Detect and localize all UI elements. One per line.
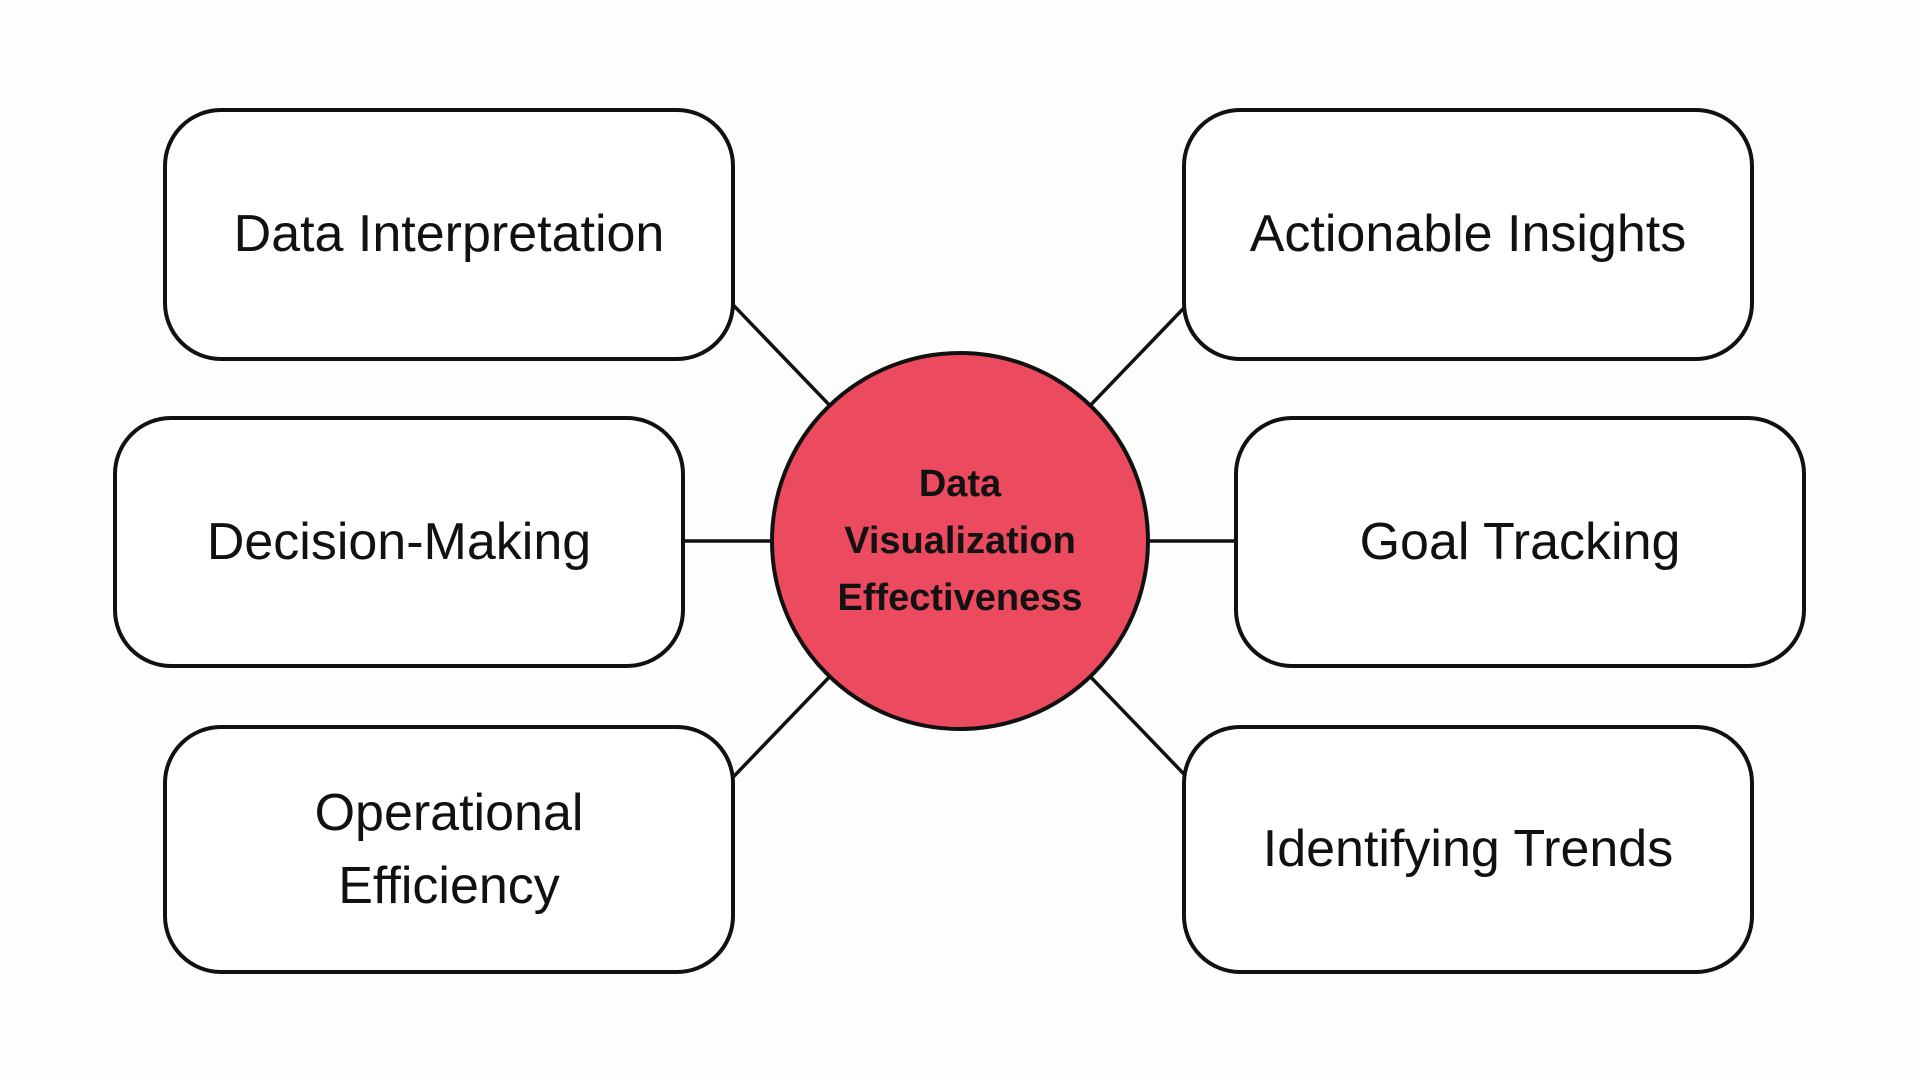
node-label: Operational Efficiency bbox=[314, 783, 584, 915]
node-label: Decision-Making bbox=[206, 512, 592, 571]
center-node[interactable]: Data Visualization Effectiveness bbox=[770, 351, 1150, 731]
node-label: Data Interpretation bbox=[233, 205, 665, 264]
node-label: Identifying Trends bbox=[1262, 820, 1674, 879]
node-actionable-insights[interactable]: Actionable Insights bbox=[1182, 108, 1754, 361]
node-goal-tracking[interactable]: Goal Tracking bbox=[1234, 416, 1806, 668]
node-identifying-trends[interactable]: Identifying Trends bbox=[1182, 725, 1754, 974]
node-decision-making[interactable]: Decision-Making bbox=[113, 416, 685, 668]
node-label: Actionable Insights bbox=[1249, 205, 1687, 264]
node-label: Goal Tracking bbox=[1359, 512, 1681, 571]
node-data-interpretation[interactable]: Data Interpretation bbox=[163, 108, 735, 361]
node-operational-efficiency[interactable]: Operational Efficiency bbox=[163, 725, 735, 974]
center-node-label: Data Visualization Effectiveness bbox=[837, 462, 1083, 619]
